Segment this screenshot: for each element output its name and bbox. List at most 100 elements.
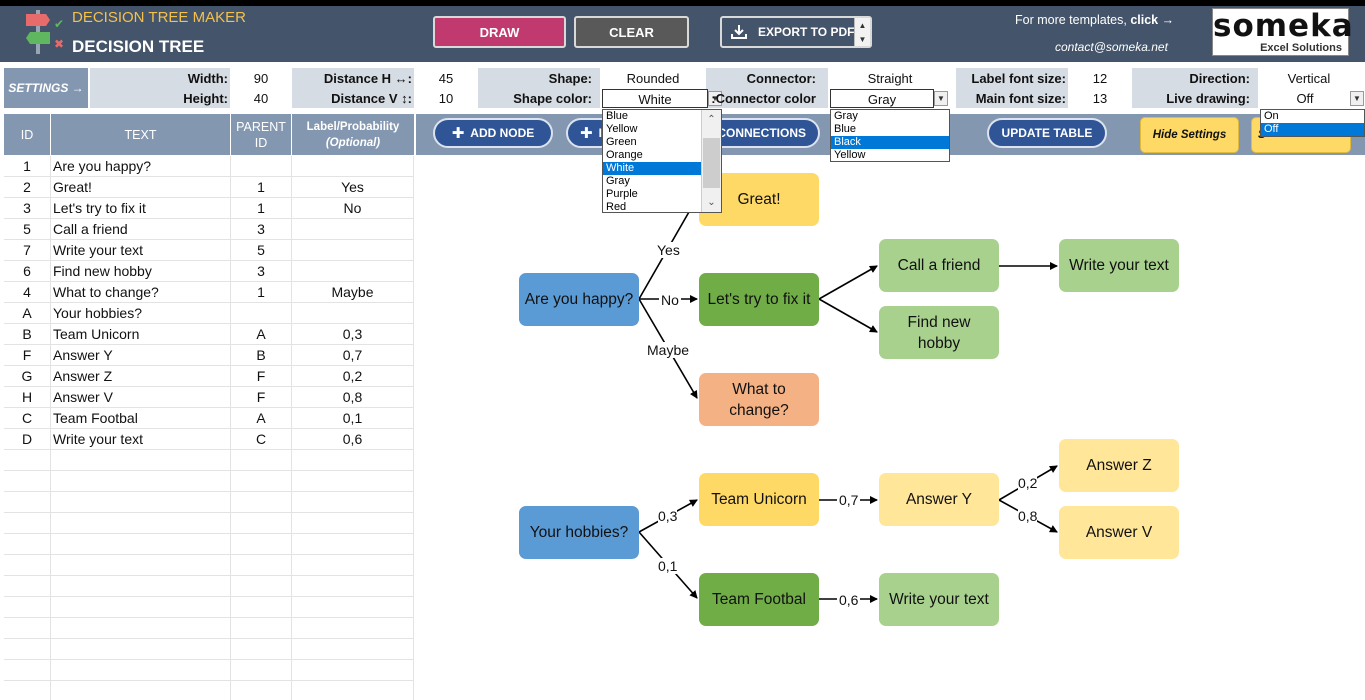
cell-label[interactable]: 0,1 (292, 408, 414, 429)
clear-button[interactable]: CLEAR (574, 16, 689, 48)
node-write-your-text-2[interactable]: Write your text (879, 573, 999, 626)
cell-text[interactable] (51, 618, 231, 639)
cell-parent[interactable]: 5 (231, 240, 292, 261)
cell-id[interactable]: 7 (4, 240, 51, 261)
node-find-new-hobby[interactable]: Find new hobby (879, 306, 999, 359)
shape-color-option[interactable]: Blue (606, 110, 629, 122)
settings-toggle[interactable]: SETTINGS → (4, 68, 88, 108)
cell-parent[interactable]: A (231, 324, 292, 345)
cell-text[interactable] (51, 450, 231, 471)
table-row[interactable] (4, 513, 414, 534)
shape-value[interactable]: Rounded (602, 69, 704, 88)
cell-text[interactable] (51, 492, 231, 513)
scroll-down-icon[interactable]: ⌄ (707, 197, 716, 208)
live-drawing-dropdown-icon[interactable]: ▼ (1350, 91, 1364, 106)
cell-label[interactable] (292, 219, 414, 240)
shape-color-option[interactable]: Red (606, 201, 627, 213)
cell-label[interactable] (292, 240, 414, 261)
cell-parent[interactable]: 1 (231, 177, 292, 198)
cell-label[interactable] (292, 492, 414, 513)
draw-button[interactable]: DRAW (433, 16, 566, 48)
cell-parent[interactable] (231, 681, 292, 700)
cell-text[interactable]: Are you happy? (51, 156, 231, 177)
table-row[interactable] (4, 555, 414, 576)
cell-id[interactable] (4, 513, 51, 534)
cell-label[interactable]: 0,3 (292, 324, 414, 345)
cell-id[interactable]: 2 (4, 177, 51, 198)
someka-logo[interactable]: someka Excel Solutions (1212, 8, 1353, 56)
cell-parent[interactable]: F (231, 387, 292, 408)
cell-parent[interactable] (231, 639, 292, 660)
cell-text[interactable] (51, 576, 231, 597)
cell-label[interactable] (292, 513, 414, 534)
live-drawing-option[interactable]: On (1264, 110, 1279, 122)
cell-id[interactable]: 4 (4, 282, 51, 303)
live-drawing-select[interactable]: Off (1260, 89, 1350, 108)
shape-color-option[interactable]: Gray (606, 175, 630, 187)
cell-label[interactable] (292, 597, 414, 618)
cell-id[interactable]: G (4, 366, 51, 387)
cell-label[interactable] (292, 261, 414, 282)
connector-color-option[interactable]: Yellow (834, 149, 866, 161)
cell-parent[interactable] (231, 597, 292, 618)
connector-color-option[interactable]: Black (831, 136, 949, 149)
export-spinner[interactable]: ▲▼ (854, 18, 870, 46)
cell-label[interactable] (292, 681, 414, 700)
cell-parent[interactable]: 3 (231, 261, 292, 282)
cell-id[interactable] (4, 681, 51, 700)
cell-text[interactable]: Find new hobby (51, 261, 231, 282)
cell-parent[interactable]: C (231, 429, 292, 450)
cell-id[interactable] (4, 576, 51, 597)
add-node-button[interactable]: ✚ADD NODE (433, 118, 553, 148)
cell-text[interactable]: Write your text (51, 429, 231, 450)
cell-parent[interactable] (231, 303, 292, 324)
table-row[interactable] (4, 534, 414, 555)
connector-value[interactable]: Straight (830, 69, 950, 88)
table-row[interactable] (4, 660, 414, 681)
cell-label[interactable]: 0,8 (292, 387, 414, 408)
cell-parent[interactable]: 3 (231, 219, 292, 240)
cell-id[interactable] (4, 492, 51, 513)
cell-id[interactable] (4, 660, 51, 681)
cell-text[interactable] (51, 681, 231, 700)
scroll-up-icon[interactable]: ⌃ (707, 114, 716, 125)
cell-label[interactable]: Maybe (292, 282, 414, 303)
cell-parent[interactable]: B (231, 345, 292, 366)
cell-text[interactable]: Write your text (51, 240, 231, 261)
cell-label[interactable] (292, 450, 414, 471)
cell-parent[interactable]: 1 (231, 198, 292, 219)
height-value[interactable]: 40 (232, 89, 290, 108)
cell-id[interactable] (4, 618, 51, 639)
shape-color-option[interactable]: Yellow (606, 123, 638, 135)
cell-id[interactable] (4, 450, 51, 471)
node-team-unicorn[interactable]: Team Unicorn (699, 473, 819, 526)
scroll-thumb[interactable] (703, 138, 720, 188)
shape-color-scrollbar[interactable]: ⌃ ⌄ (701, 110, 721, 212)
shape-color-select[interactable]: White (602, 89, 708, 108)
cell-id[interactable]: F (4, 345, 51, 366)
cell-label[interactable] (292, 660, 414, 681)
cell-label[interactable]: 0,2 (292, 366, 414, 387)
main-font-size-value[interactable]: 13 (1070, 89, 1130, 108)
cell-label[interactable] (292, 618, 414, 639)
table-row[interactable] (4, 681, 414, 700)
cell-id[interactable]: 5 (4, 219, 51, 240)
cell-parent[interactable] (231, 156, 292, 177)
distance-v-value[interactable]: 10 (416, 89, 476, 108)
shape-color-option[interactable]: Orange (606, 149, 643, 161)
cell-label[interactable]: Yes (292, 177, 414, 198)
cell-id[interactable]: D (4, 429, 51, 450)
cell-parent[interactable]: F (231, 366, 292, 387)
width-value[interactable]: 90 (232, 69, 290, 88)
cell-label[interactable] (292, 639, 414, 660)
node-fix-it[interactable]: Let's try to fix it (699, 273, 819, 326)
